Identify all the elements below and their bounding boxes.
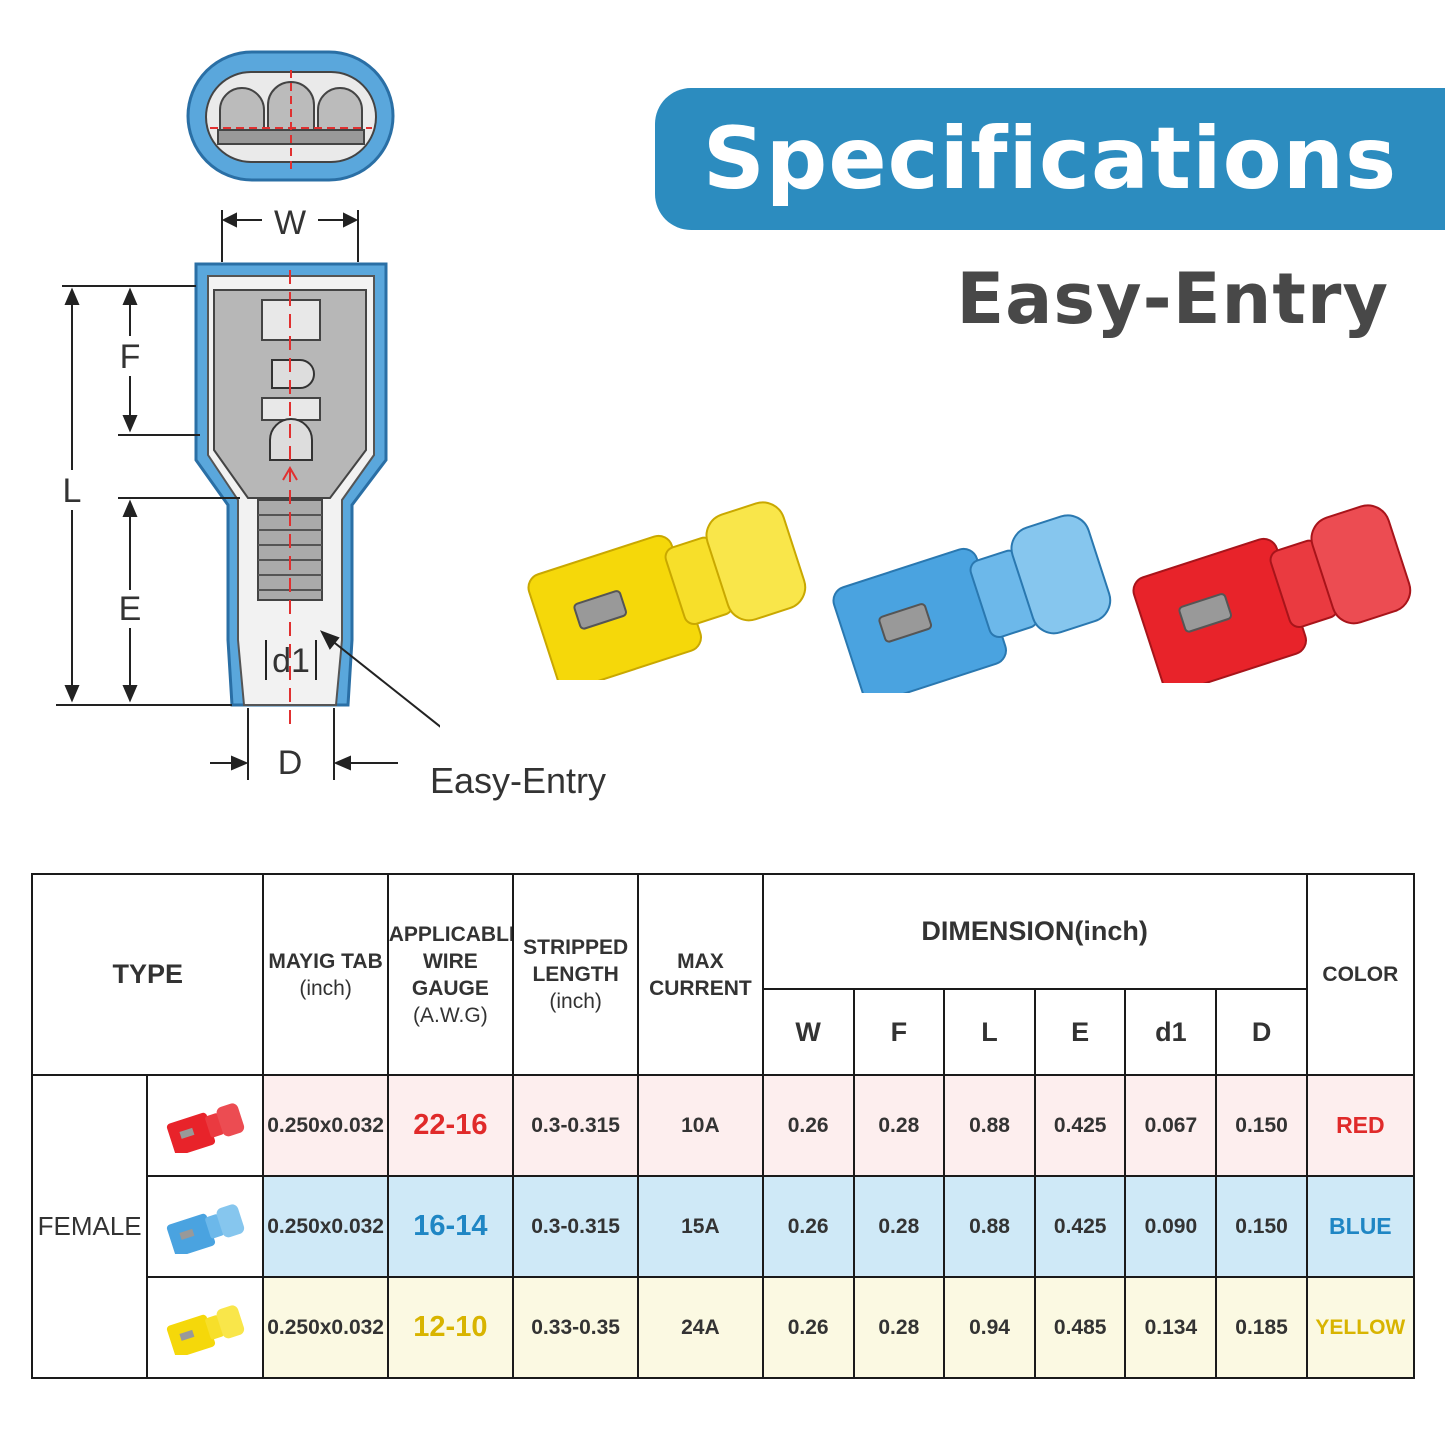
- header-dimension: DIMENSION(inch): [761, 873, 1308, 990]
- specification-table: TYPE MAYIG TAB (inch) APPLICABLE WIRE GAUG…: [30, 873, 1416, 1379]
- cell-f: 0.28: [852, 1074, 945, 1177]
- header-type: TYPE: [30, 873, 265, 1076]
- dimension-lines: [56, 210, 440, 780]
- table-row: 0.250x0.032 12-10 0.33-0.35 24A 0.26 0.2…: [32, 1276, 1416, 1379]
- cell-color: YELLOW: [1305, 1276, 1416, 1379]
- cross-section-view: [186, 50, 395, 182]
- header-dim-l: L: [942, 988, 1037, 1076]
- header-tab-line1: MAYIG TAB: [268, 949, 383, 973]
- cell-l: 0.88: [942, 1175, 1037, 1278]
- cell-stripped: 0.3-0.315: [511, 1175, 640, 1278]
- cell-e: 0.485: [1034, 1276, 1127, 1379]
- cell-current: 10A: [637, 1074, 764, 1177]
- header-stripped-line2: LENGTH: [532, 963, 619, 986]
- terminal-diagram: W F L E d1 D: [56, 50, 440, 782]
- page-title: Specifications: [702, 109, 1398, 209]
- header-tab-line2: (inch): [299, 976, 352, 1000]
- table-row: FEMALE 0.250x0.032 22-16 0.3-0.315 10A 0…: [30, 1074, 1416, 1379]
- header-dim-d: D: [1215, 988, 1308, 1076]
- cell-e: 0.425: [1034, 1175, 1127, 1278]
- type-female: FEMALE: [30, 1074, 149, 1379]
- row-icon-cell: [146, 1175, 265, 1278]
- dim-label-e: E: [119, 590, 142, 628]
- cell-gauge: 22-16: [386, 1074, 515, 1177]
- yellow-connector-icon: [527, 501, 807, 680]
- row-icon-cell: [146, 1074, 265, 1177]
- dim-label-d1: d1: [272, 642, 310, 680]
- cell-e: 0.425: [1034, 1074, 1127, 1177]
- cell-w: 0.26: [761, 1074, 855, 1177]
- cell-d1: 0.067: [1124, 1074, 1218, 1177]
- row-icon-cell: [146, 1276, 265, 1379]
- header-tab: MAYIG TAB (inch): [262, 873, 389, 1076]
- cell-tab: 0.250x0.032: [262, 1175, 389, 1278]
- dim-label-w: W: [274, 204, 306, 242]
- blue-connector-icon: [832, 514, 1112, 693]
- header-gauge-line1: APPLICABLE: [388, 922, 513, 946]
- dim-label-d: D: [278, 744, 303, 782]
- header-dim-d1: d1: [1124, 988, 1218, 1076]
- table-row: 0.250x0.032 16-14 0.3-0.315 15A 0.26 0.2…: [32, 1175, 1416, 1278]
- cell-d1: 0.090: [1124, 1175, 1218, 1278]
- header-color: COLOR: [1305, 873, 1416, 1076]
- header-stripped: STRIPPED LENGTH (inch): [511, 873, 640, 1076]
- red-connector-icon: [1132, 504, 1412, 683]
- cell-current: 24A: [637, 1276, 764, 1379]
- dimension-subheader-row: W F L E d1 D: [32, 988, 1414, 1076]
- cell-f: 0.28: [852, 1175, 945, 1278]
- header-stripped-line3: (inch): [549, 990, 602, 1013]
- header-current-line2: CURRENT: [649, 976, 752, 1000]
- page-subtitle: Easy-Entry: [956, 258, 1389, 340]
- cell-gauge: 12-10: [386, 1276, 515, 1379]
- header-gauge-line3: (A.W.G): [413, 1003, 488, 1027]
- cell-d: 0.150: [1215, 1074, 1308, 1177]
- cell-w: 0.26: [761, 1175, 855, 1278]
- cell-l: 0.94: [942, 1276, 1037, 1379]
- cell-tab: 0.250x0.032: [262, 1074, 389, 1177]
- header-row: TYPE MAYIG TAB (inch) APPLICABLE WIRE GAUG…: [30, 873, 1416, 1076]
- cell-d: 0.150: [1215, 1175, 1308, 1278]
- header-gauge: APPLICABLE WIRE GAUGE (A.W.G): [386, 873, 515, 1076]
- cell-d: 0.185: [1215, 1276, 1308, 1379]
- cell-l: 0.88: [942, 1074, 1037, 1177]
- terminal-side-view: [194, 262, 388, 730]
- header-stripped-line1: STRIPPED: [523, 936, 629, 959]
- cell-f: 0.28: [852, 1276, 945, 1379]
- header-dim-f: F: [852, 988, 945, 1076]
- cell-gauge: 16-14: [386, 1175, 515, 1278]
- cell-stripped: 0.33-0.35: [511, 1276, 640, 1379]
- dim-label-f: F: [120, 338, 141, 376]
- header-dim-w: W: [761, 988, 855, 1076]
- dim-label-l: L: [63, 472, 82, 510]
- title-banner: Specifications: [655, 88, 1445, 230]
- cell-d1: 0.134: [1124, 1276, 1218, 1379]
- header-current-line1: MAX: [677, 949, 724, 973]
- header-gauge-line2: WIRE GAUGE: [411, 949, 489, 1000]
- cell-tab: 0.250x0.032: [262, 1276, 389, 1379]
- red-connector-icon: [167, 1102, 245, 1156]
- blue-connector-icon: [167, 1203, 245, 1257]
- cell-current: 15A: [637, 1175, 764, 1278]
- header-dim-e: E: [1034, 988, 1127, 1076]
- cell-color: BLUE: [1305, 1175, 1416, 1278]
- cell-w: 0.26: [761, 1276, 855, 1379]
- cell-stripped: 0.3-0.315: [511, 1074, 640, 1177]
- yellow-connector-icon: [167, 1304, 245, 1358]
- easy-entry-callout: Easy-Entry: [430, 760, 607, 801]
- header-current: MAX CURRENT: [637, 873, 764, 1076]
- cell-color: RED: [1305, 1074, 1416, 1177]
